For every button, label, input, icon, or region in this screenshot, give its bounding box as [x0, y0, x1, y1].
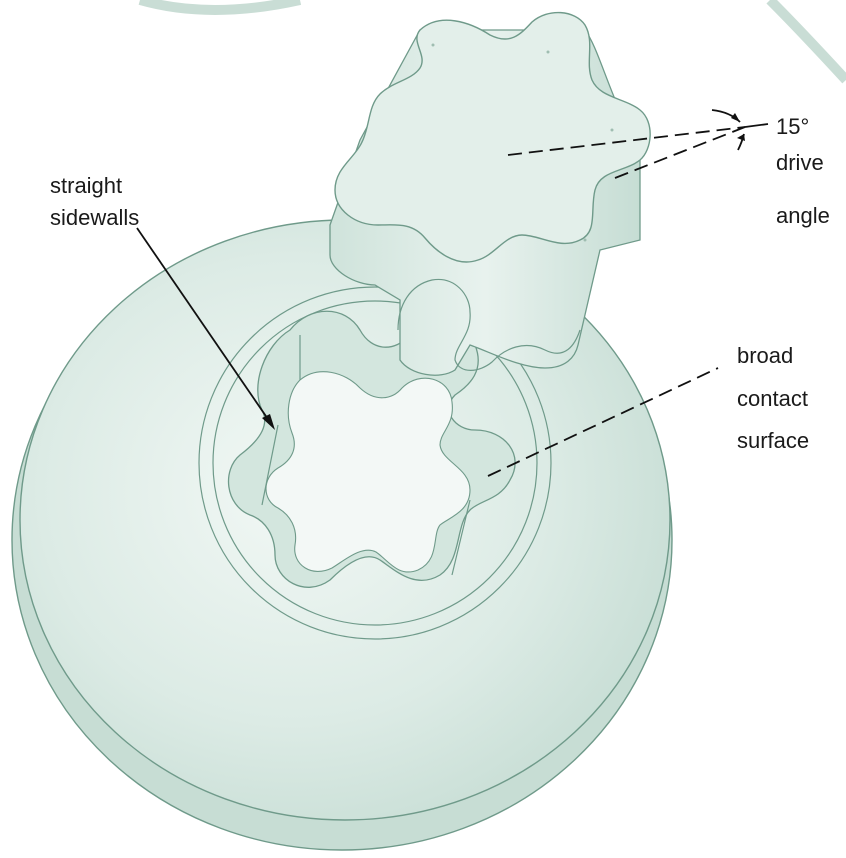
label-broad-contact: broad contact surface [737, 343, 809, 453]
label-line: 15° [776, 114, 809, 139]
label-line: angle [776, 203, 830, 228]
label-line: broad [737, 343, 793, 368]
label-line: straight [50, 173, 122, 198]
label-line: contact [737, 386, 808, 411]
label-line: sidewalls [50, 205, 139, 230]
label-line: drive [776, 150, 824, 175]
label-straight-sidewalls: straight sidewalls [50, 173, 139, 230]
label-drive-angle: 15° drive angle [776, 114, 830, 228]
label-line: surface [737, 428, 809, 453]
